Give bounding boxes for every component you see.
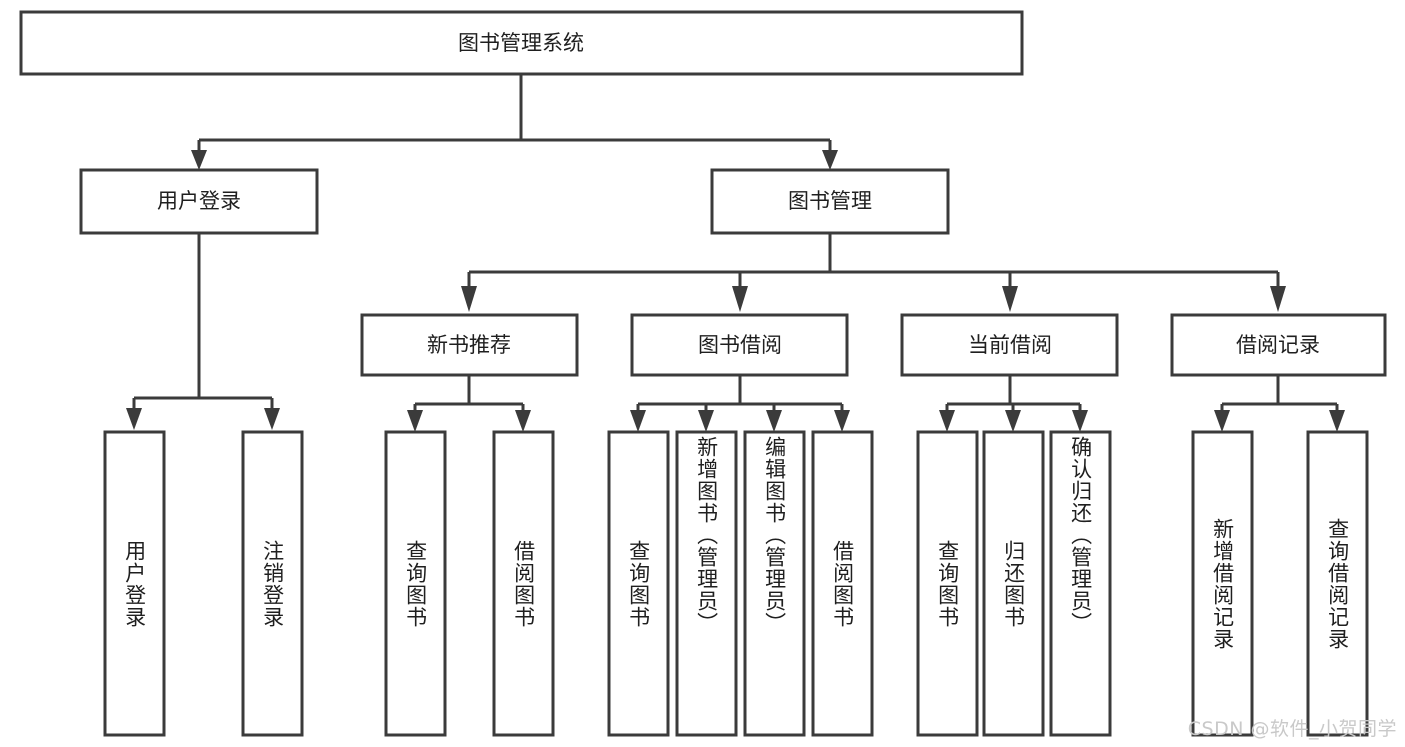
- arrow-new-book: [461, 286, 477, 312]
- leaf-box-add-record[interactable]: [1191, 430, 1254, 737]
- csdn-watermark: CSDN @软件_小贺同学: [1187, 718, 1397, 740]
- arrow-newbook-leaf1: [407, 410, 423, 432]
- arrow-bookborrow-leaf2: [698, 410, 714, 432]
- leaf-box-query-book-1[interactable]: [384, 430, 447, 737]
- node-new-book-recommend-box[interactable]: [360, 313, 579, 377]
- arrow-current-borrow: [1002, 286, 1018, 312]
- arrow-leaf-logout: [264, 408, 280, 430]
- leaf-box-edit-book[interactable]: [743, 430, 806, 737]
- node-new-book-recommend[interactable]: 新书推荐: [360, 313, 579, 377]
- arrow-borrow-record: [1270, 286, 1286, 312]
- connectors-group: [126, 74, 1345, 432]
- node-root-box[interactable]: [19, 10, 1024, 76]
- leaf-boxes-group: [103, 430, 1369, 737]
- node-root-label: 图书管理系统: [458, 31, 584, 55]
- node-borrow-record[interactable]: 借阅记录: [1170, 313, 1387, 377]
- leaf-box-query-record[interactable]: [1306, 430, 1369, 737]
- node-user-login-box[interactable]: [79, 168, 319, 235]
- node-book-borrow-box[interactable]: [630, 313, 849, 377]
- arrow-book-borrow: [732, 286, 748, 312]
- leaf-box-add-book[interactable]: [675, 430, 738, 737]
- node-book-borrow[interactable]: 图书借阅: [630, 313, 849, 377]
- arrow-bookborrow-leaf1: [630, 410, 646, 432]
- arrow-bookborrow-leaf3: [766, 410, 782, 432]
- arrow-bookborrow-leaf4: [834, 410, 850, 432]
- leaf-box-return-book[interactable]: [982, 430, 1045, 737]
- leaf-box-borrow-book-2[interactable]: [811, 430, 874, 737]
- node-borrow-record-label: 借阅记录: [1236, 333, 1320, 357]
- arrow-book-manage: [822, 150, 838, 170]
- leaf-box-borrow-book-1[interactable]: [492, 430, 555, 737]
- node-current-borrow[interactable]: 当前借阅: [900, 313, 1119, 377]
- node-current-borrow-label: 当前借阅: [968, 333, 1052, 357]
- node-current-borrow-box[interactable]: [900, 313, 1119, 377]
- leaf-box-user-login[interactable]: [103, 430, 166, 737]
- leaf-box-logout[interactable]: [241, 430, 304, 737]
- node-book-manage-box[interactable]: [710, 168, 950, 235]
- node-user-login[interactable]: 用户登录: [79, 168, 319, 235]
- arrow-borrowrecord-leaf2: [1329, 410, 1345, 432]
- leaf-box-query-book-3[interactable]: [916, 430, 979, 737]
- node-user-login-label: 用户登录: [157, 189, 241, 213]
- arrow-currentborrow-leaf2: [1005, 410, 1021, 432]
- node-root-system[interactable]: 图书管理系统: [19, 10, 1024, 76]
- node-book-manage[interactable]: 图书管理: [710, 168, 950, 235]
- node-book-borrow-label: 图书借阅: [698, 333, 782, 357]
- arrow-newbook-leaf2: [515, 410, 531, 432]
- arrow-leaf-user-login: [126, 408, 142, 430]
- arrow-borrowrecord-leaf1: [1214, 410, 1230, 432]
- node-borrow-record-box[interactable]: [1170, 313, 1387, 377]
- arrow-currentborrow-leaf3: [1072, 410, 1088, 432]
- arrow-currentborrow-leaf1: [939, 410, 955, 432]
- node-book-manage-label: 图书管理: [788, 189, 872, 213]
- leaf-box-query-book-2[interactable]: [607, 430, 670, 737]
- leaf-box-confirm-return[interactable]: [1049, 430, 1112, 737]
- node-new-book-recommend-label: 新书推荐: [427, 333, 511, 357]
- arrow-user-login: [191, 150, 207, 170]
